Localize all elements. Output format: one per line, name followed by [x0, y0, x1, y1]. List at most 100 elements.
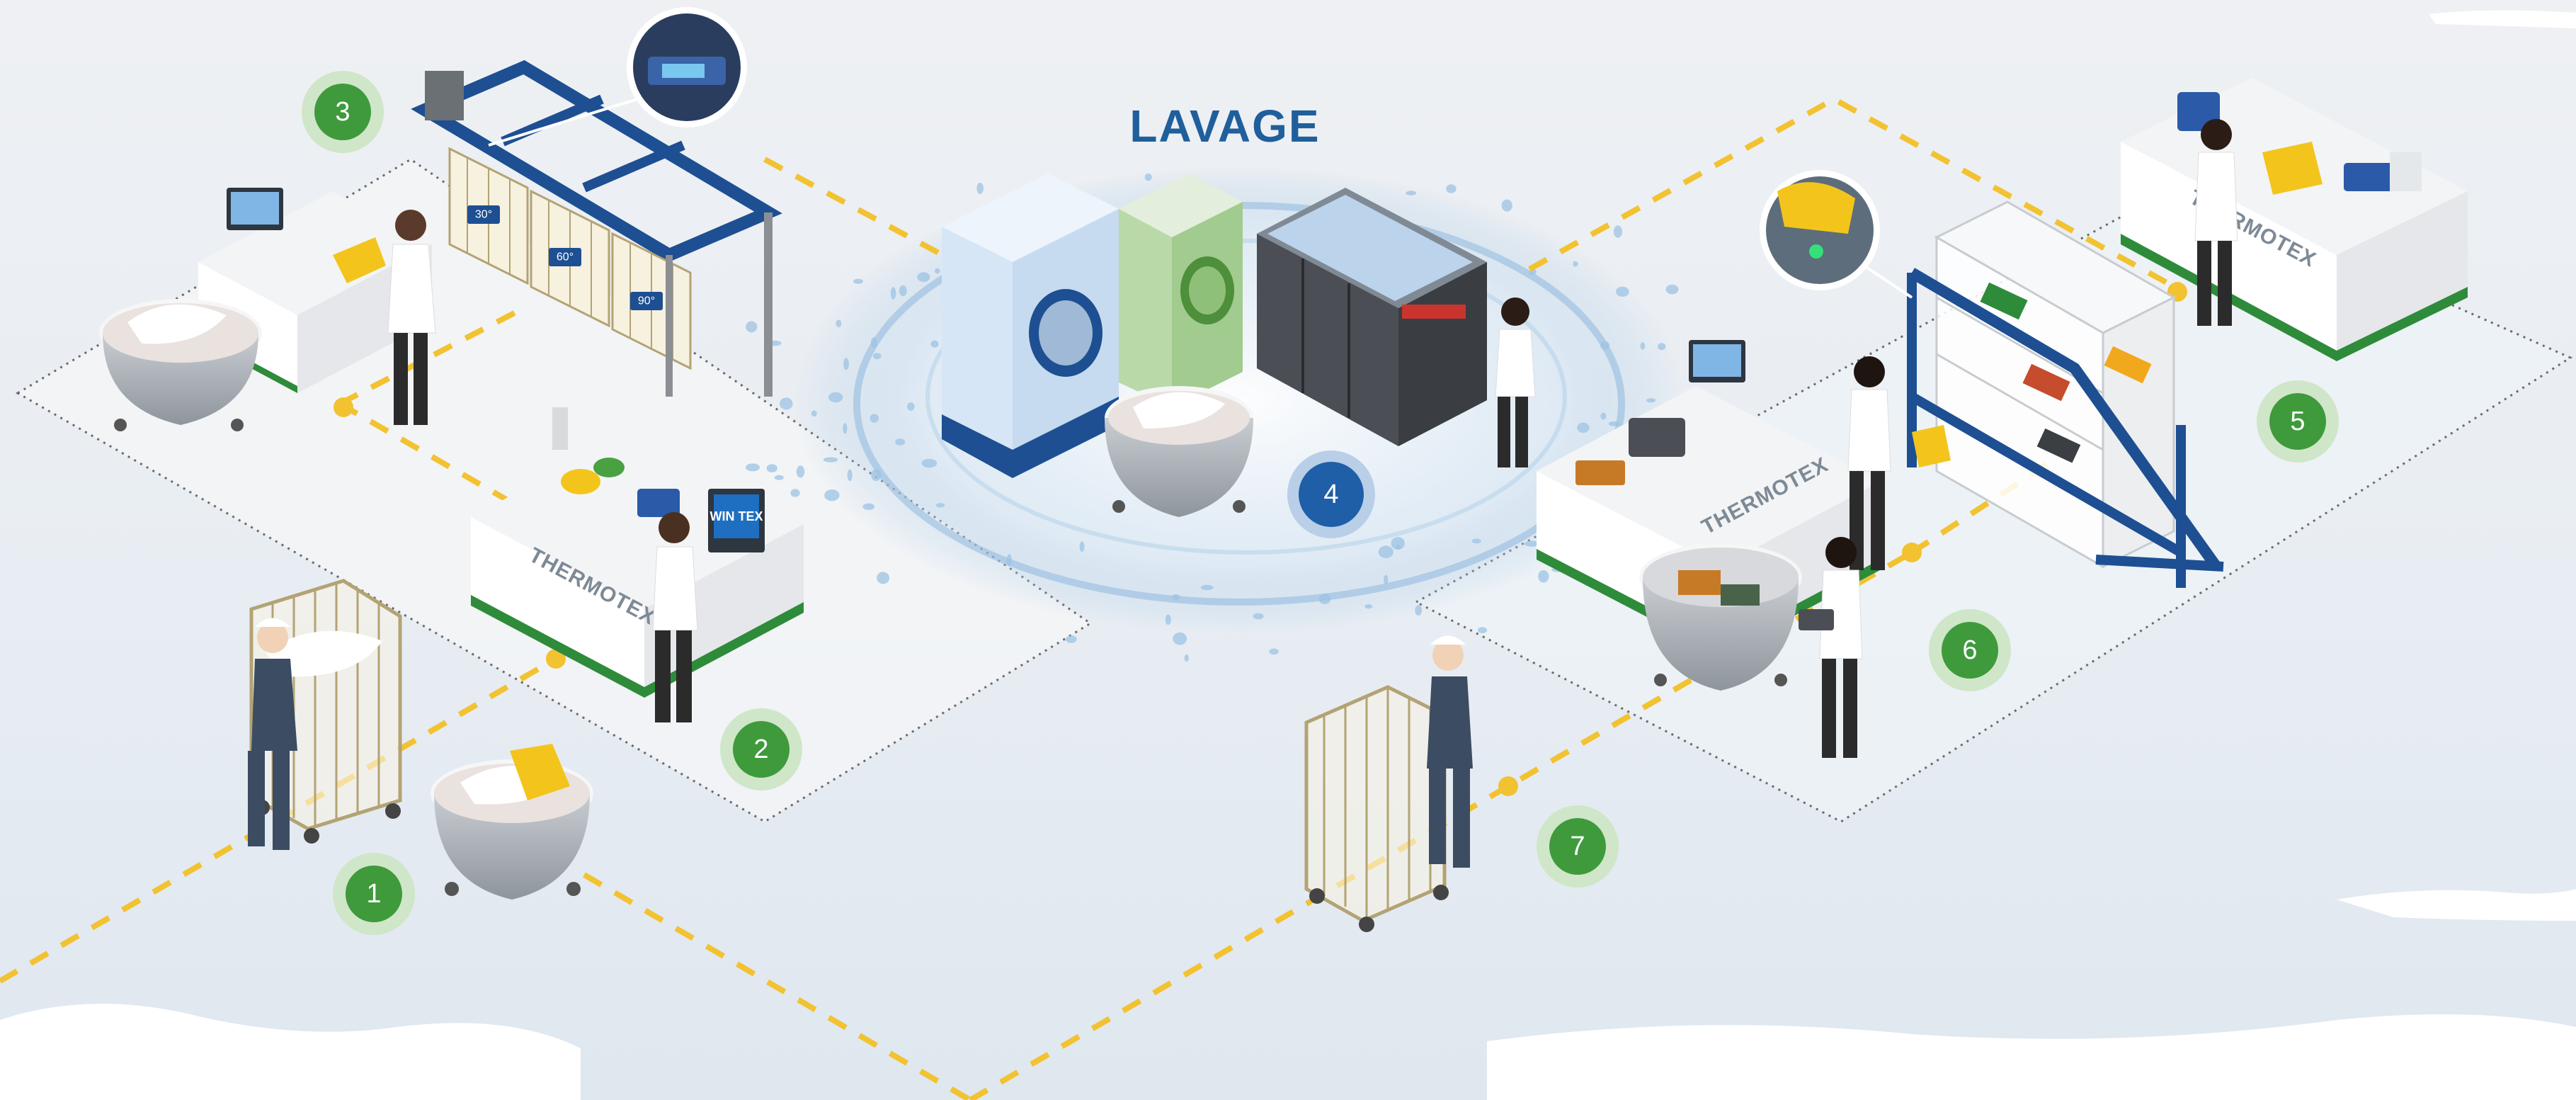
water-droplet	[877, 572, 890, 584]
desk-top	[198, 191, 432, 315]
desk-top	[1537, 386, 1880, 567]
water-droplet	[1364, 604, 1373, 609]
path-node	[546, 649, 566, 669]
zoom-magnifier-icon	[1760, 170, 1913, 299]
temperature-sorting-bins: 30° 60° 90°	[411, 59, 782, 397]
water-droplet	[796, 465, 805, 478]
path-segment-e	[338, 401, 625, 569]
water-droplet	[895, 438, 906, 446]
water-droplet	[871, 469, 882, 482]
water-droplet	[843, 423, 848, 434]
step-marker-4: 4	[1287, 450, 1375, 538]
path-segment-c	[968, 550, 1913, 1100]
storage-rack-icon	[1907, 200, 2224, 588]
path-segment-h	[1528, 96, 2182, 293]
desk-top	[471, 432, 804, 609]
water-droplet	[836, 319, 842, 328]
path-node	[1902, 543, 1922, 562]
water-droplets	[745, 174, 1679, 662]
station-counting-desk: THERMOTEX WIN TEX	[471, 407, 804, 698]
worker-icon	[1799, 537, 1863, 758]
water-droplet	[1184, 654, 1189, 662]
lavage-title: LAVAGE	[1129, 101, 1320, 152]
step-marker-6: 6	[1929, 609, 2011, 691]
water-droplet	[1501, 199, 1512, 212]
temp-tag-60: 60°	[557, 251, 574, 263]
water-droplet	[774, 475, 784, 480]
water-ring-inner	[925, 239, 1567, 555]
desk-front	[471, 517, 644, 698]
water-droplet	[745, 463, 760, 472]
water-droplet	[1613, 225, 1623, 238]
decorative-brush-strokes	[0, 10, 2576, 1100]
step-number: 4	[1323, 480, 1338, 509]
water-droplet	[1600, 341, 1609, 350]
step-number: 1	[366, 879, 381, 909]
step-marker-1: 1	[333, 853, 415, 935]
screen-winTex	[714, 494, 759, 538]
water-droplet	[936, 503, 945, 508]
water-droplet	[1173, 632, 1187, 645]
water-droplet	[1066, 635, 1077, 643]
step-marker-5: 5	[2257, 380, 2339, 463]
worker-icon	[333, 210, 436, 425]
worker-icon	[1427, 635, 1473, 868]
water-droplet	[1200, 584, 1214, 591]
water-droplet	[871, 337, 877, 348]
water-droplet	[824, 489, 840, 501]
water-droplet	[1616, 286, 1629, 297]
path-segment-d	[1910, 458, 2056, 555]
laundry-cart-icon	[1639, 543, 1802, 691]
water-droplet	[828, 392, 843, 403]
worker-icon	[1495, 297, 1536, 467]
path-node	[1498, 776, 1518, 796]
water-droplet	[1384, 574, 1389, 584]
water-droplet	[1079, 541, 1085, 552]
water-droplet	[1165, 614, 1171, 625]
water-droplet	[1415, 605, 1423, 616]
roll-cage-icon	[1304, 685, 1449, 932]
path-node	[334, 397, 353, 417]
temp-tag-90: 90°	[638, 295, 655, 307]
water-droplet	[1658, 343, 1666, 351]
water-droplet	[1477, 627, 1488, 634]
desk-stripe	[471, 595, 644, 698]
water-droplet	[1269, 648, 1279, 655]
step-markers: 1 2 3 4 5 6 7	[302, 71, 2339, 935]
water-droplet	[1573, 261, 1578, 267]
water-droplet	[1144, 174, 1152, 181]
path-segment-b	[582, 872, 972, 1100]
water-droplet	[766, 464, 777, 472]
water-droplet	[1446, 184, 1457, 193]
worker-icon	[2194, 119, 2238, 326]
water-droplet	[1172, 594, 1180, 600]
step-marker-7: 7	[1537, 805, 1619, 888]
water-droplet	[976, 182, 984, 194]
water-droplet	[1318, 594, 1331, 604]
water-droplet	[847, 469, 853, 482]
water-droplet	[1538, 570, 1549, 583]
ironer-icon	[1257, 188, 1487, 446]
water-droplet	[1391, 537, 1405, 550]
desk-stripe	[2337, 287, 2468, 361]
water-droplet	[823, 457, 838, 463]
laundry-cart-icon	[99, 299, 262, 431]
water-droplet	[1640, 342, 1646, 350]
water-droplet	[843, 358, 849, 370]
water-droplet	[907, 402, 915, 411]
step-marker-3: 3	[302, 71, 384, 153]
water-droplet	[1608, 421, 1620, 426]
water-droplet	[862, 503, 875, 510]
step-number: 2	[753, 735, 768, 764]
water-droplet	[780, 397, 793, 410]
computer-screen	[231, 192, 279, 225]
step-number: 6	[1962, 635, 1977, 665]
path-nodes	[334, 282, 2187, 796]
water-droplet	[1006, 554, 1012, 567]
step-marker-2: 2	[720, 708, 802, 790]
worker-icon	[248, 618, 297, 850]
temperature-tags: 30° 60° 90°	[467, 205, 663, 310]
zoom-magnifier-icon	[488, 7, 747, 147]
water-droplet	[1577, 422, 1590, 433]
water-droplet	[1378, 545, 1394, 558]
